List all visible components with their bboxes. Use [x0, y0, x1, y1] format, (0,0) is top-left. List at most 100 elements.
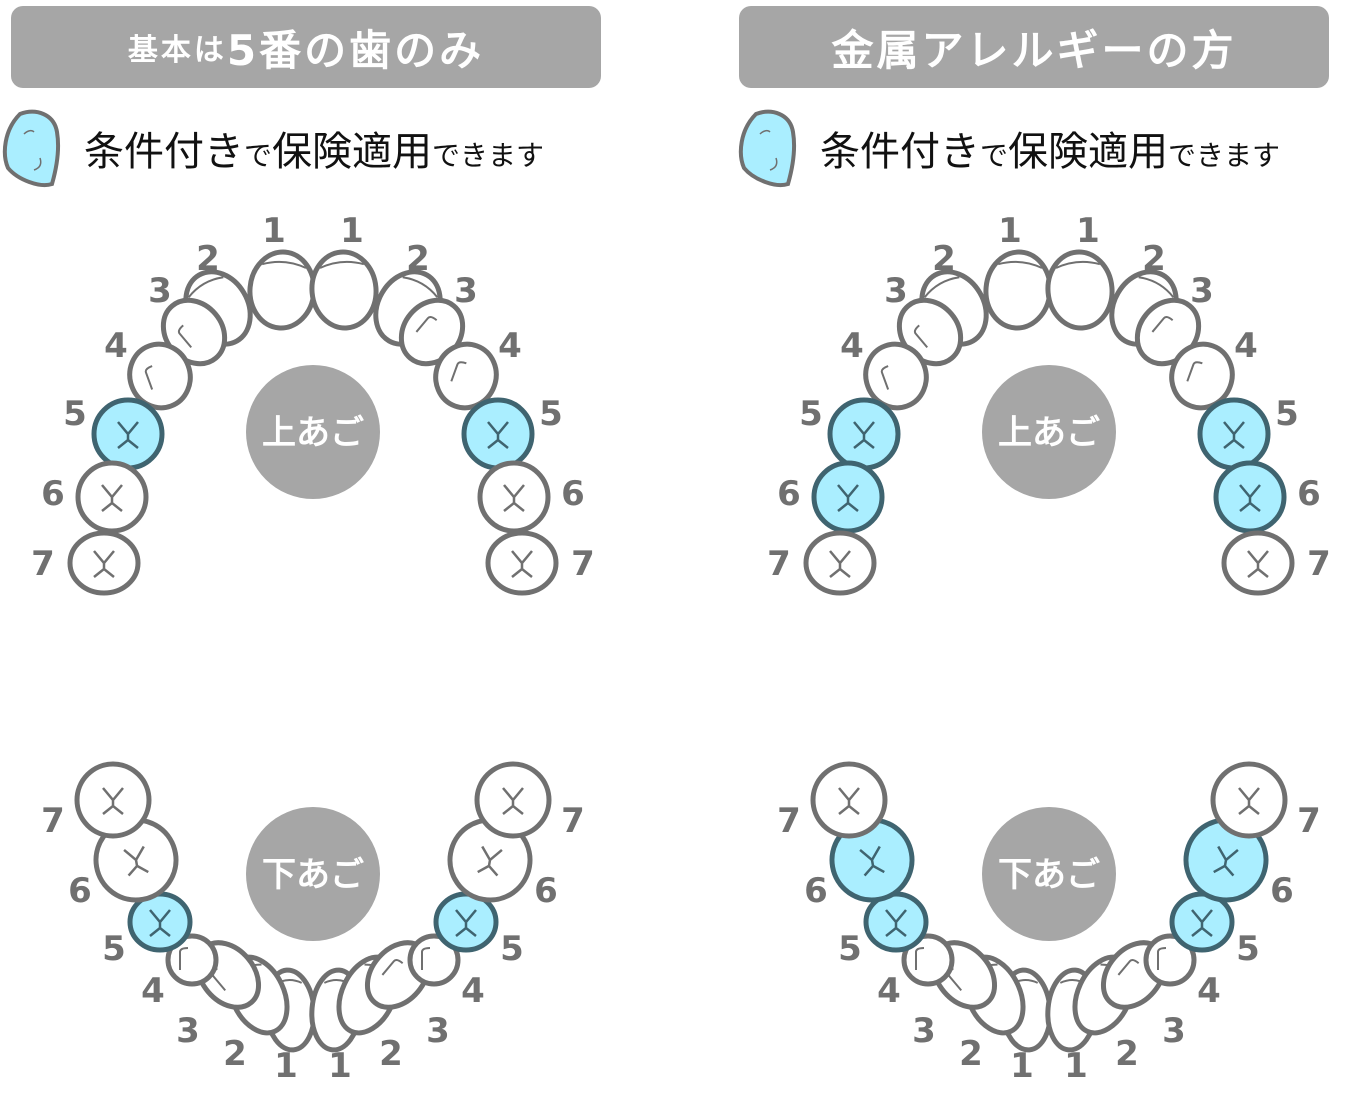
upper-jaw-circle — [246, 365, 380, 499]
tooth-upper-right-1: 1 — [1045, 211, 1115, 331]
tooth-number: 6 — [777, 474, 801, 514]
tooth-upper-left-5: 5 — [63, 394, 165, 471]
tooth-number: 5 — [1236, 929, 1260, 969]
tooth-upper-right-7: 7 — [1221, 530, 1331, 596]
tooth-lower-left-4: 4 — [877, 933, 955, 1011]
tooth-number: 3 — [1162, 1011, 1186, 1051]
lower-jaw-label: 下あご — [998, 855, 1100, 895]
tooth-lower-right-5: 5 — [1169, 891, 1260, 969]
tooth-upper-left-1: 1 — [983, 211, 1053, 331]
upper-jaw-label: 上あご — [998, 413, 1100, 453]
banner-title: 5番の歯のみ — [226, 25, 485, 75]
tooth-number: 2 — [1142, 239, 1166, 279]
tooth-upper-right-1: 1 — [309, 211, 379, 331]
tooth-upper-right-3: 3 — [1134, 271, 1214, 367]
tooth-upper-right-4: 4 — [433, 326, 522, 411]
tooth-number: 7 — [777, 801, 801, 841]
tooth-number: 5 — [838, 929, 862, 969]
tooth-lower-left-4: 4 — [141, 933, 219, 1011]
tooth-number: 4 — [461, 971, 485, 1011]
tooth-number: 6 — [1297, 474, 1321, 514]
tooth-number: 7 — [1297, 801, 1321, 841]
tooth-upper-left-7: 7 — [31, 530, 141, 596]
tooth-upper-left-3: 3 — [148, 271, 228, 367]
banner-basic: 基本は 5番の歯のみ — [11, 6, 601, 88]
tooth-lower-right-4: 4 — [1143, 933, 1221, 1011]
tooth-number: 4 — [498, 326, 522, 366]
tooth-number: 3 — [176, 1011, 200, 1051]
tooth-lower-left-7: 7 — [777, 761, 888, 841]
tooth-number: 3 — [148, 271, 172, 311]
tooth-number: 7 — [41, 801, 65, 841]
tooth-number: 4 — [877, 971, 901, 1011]
tooth-number: 5 — [1275, 394, 1299, 434]
tooth-upper-right-6: 6 — [1213, 460, 1321, 534]
tooth-upper-left-7: 7 — [767, 530, 877, 596]
tooth-number: 5 — [102, 929, 126, 969]
tooth-number: 3 — [426, 1011, 450, 1051]
tooth-lower-left-5: 5 — [838, 891, 929, 969]
tooth-number: 1 — [1010, 1046, 1034, 1086]
tooth-upper-left-3: 3 — [884, 271, 964, 367]
tooth-number: 1 — [1076, 211, 1100, 251]
tooth-upper-right-5: 5 — [461, 394, 563, 471]
tooth-upper-right-4: 4 — [1169, 326, 1258, 411]
tooth-number: 5 — [539, 394, 563, 434]
legend-text: 条件付きで保険適用できます — [820, 129, 1281, 175]
tooth-upper-left-6: 6 — [777, 460, 885, 534]
tooth-number: 2 — [932, 239, 956, 279]
lower-jaw-circle — [246, 807, 380, 941]
legend-left: 条件付きで保険適用できます — [2, 106, 544, 190]
tooth-number: 2 — [196, 239, 220, 279]
upper-jaw-circle — [982, 365, 1116, 499]
tooth-number: 4 — [1234, 326, 1258, 366]
tooth-upper-right-3: 3 — [398, 271, 478, 367]
tooth-upper-left-5: 5 — [799, 394, 901, 471]
tooth-upper-left-6: 6 — [41, 460, 149, 534]
tooth-upper-right-7: 7 — [485, 530, 595, 596]
tooth-upper-right-5: 5 — [1197, 394, 1299, 471]
tooth-number: 7 — [31, 544, 55, 584]
tooth-number: 2 — [379, 1034, 403, 1074]
tooth-number: 6 — [804, 871, 828, 911]
legend-text: 条件付きで保険適用できます — [84, 129, 545, 175]
tooth-upper-left-4: 4 — [104, 326, 193, 411]
legend-right: 条件付きで保険適用できます — [738, 106, 1280, 190]
tooth-number: 3 — [1190, 271, 1214, 311]
tooth-number: 6 — [534, 871, 558, 911]
tooth-number: 4 — [104, 326, 128, 366]
tooth-number: 7 — [571, 544, 595, 584]
tooth-number: 3 — [454, 271, 478, 311]
tooth-number: 1 — [340, 211, 364, 251]
tooth-number: 1 — [262, 211, 286, 251]
tooth-number: 2 — [1115, 1034, 1139, 1074]
banner-title: 金属アレルギーの方 — [831, 25, 1237, 75]
tooth-number: 7 — [767, 544, 791, 584]
tooth-number: 3 — [912, 1011, 936, 1051]
tooth-number: 1 — [274, 1046, 298, 1086]
tooth-number: 5 — [799, 394, 823, 434]
lower-jaw-circle — [982, 807, 1116, 941]
tooth-number: 6 — [561, 474, 585, 514]
tooth-number: 1 — [998, 211, 1022, 251]
covered-tooth-legend-icon — [738, 109, 797, 187]
tooth-lower-right-4: 4 — [407, 933, 485, 1011]
banner-prefix: 基本は — [127, 33, 227, 68]
tooth-number: 6 — [1270, 871, 1294, 911]
tooth-number: 4 — [840, 326, 864, 366]
tooth-lower-left-6: 6 — [804, 817, 915, 911]
tooth-upper-right-6: 6 — [477, 460, 585, 534]
tooth-number: 2 — [406, 239, 430, 279]
tooth-number: 6 — [68, 871, 92, 911]
tooth-lower-right-7: 7 — [474, 761, 585, 841]
tooth-upper-left-1: 1 — [247, 211, 317, 331]
tooth-upper-left-4: 4 — [840, 326, 929, 411]
tooth-number: 3 — [884, 271, 908, 311]
tooth-number: 4 — [1197, 971, 1221, 1011]
